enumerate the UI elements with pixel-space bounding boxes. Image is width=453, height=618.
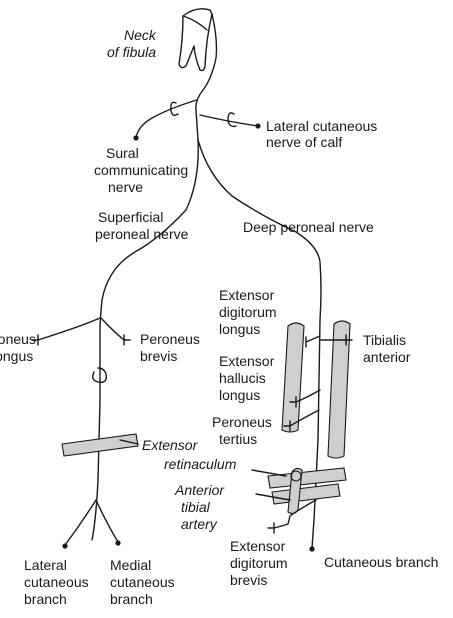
label-tibialis-anterior-2: anterior xyxy=(363,349,411,365)
label-extensor-hallucis-2: hallucis xyxy=(219,370,266,386)
peroneus-brevis-branch xyxy=(101,318,124,340)
fibula-neck-head xyxy=(183,16,207,30)
label-extensor-digitorum-brevis-1: Extensor xyxy=(230,538,286,554)
label-sural-2: communicating xyxy=(94,162,188,178)
sural-nerve-end-dot xyxy=(133,135,138,140)
label-deep-peroneal: Deep peroneal nerve xyxy=(243,219,374,235)
cutaneous-branch-dot xyxy=(309,546,314,551)
label-anterior-tibial-artery-3: artery xyxy=(181,516,218,532)
label-peroneus-brevis-2: brevis xyxy=(140,348,177,364)
extensor-retinaculum-band-left xyxy=(62,434,138,456)
medial-cutaneous-branch-dot xyxy=(115,540,120,545)
label-medial-cutaneous-branch-2: cutaneous xyxy=(110,574,175,590)
label-extensor-digitorum-brevis-2: digitorum xyxy=(230,555,288,571)
label-extensor-digitorum-longus-1: Extensor xyxy=(219,287,275,303)
label-extensor-digitorum-longus-3: longus xyxy=(219,321,260,337)
lateral-cutaneous-nerve-end-dot xyxy=(255,123,260,128)
lateral-cutaneous-nerve-loop xyxy=(228,113,236,127)
label-peroneus-longus-1: Peroneus xyxy=(0,331,36,347)
peroneus-brevis-end-mark xyxy=(124,335,130,345)
fibula-neck-outline xyxy=(179,9,212,71)
label-peroneus-tertius-2: tertius xyxy=(219,431,257,447)
label-extensor-hallucis-3: longus xyxy=(219,387,260,403)
sural-communicating-nerve xyxy=(136,100,197,138)
label-lateral-cutaneous-nerve-2: nerve of calf xyxy=(266,134,342,150)
label-medial-cutaneous-branch-3: branch xyxy=(110,591,153,607)
common-peroneal-nerve xyxy=(196,14,217,140)
label-cutaneous-branch: Cutaneous branch xyxy=(324,554,438,570)
label-peroneus-longus-2: longus xyxy=(0,348,33,364)
label-superficial-1: Superficial xyxy=(98,209,163,225)
extensor-digitorum-longus-muscle xyxy=(282,323,304,432)
extensor-retinaculum-pointer-right xyxy=(252,470,286,476)
lateral-cutaneous-branch-dot xyxy=(62,543,67,548)
label-extensor-retinaculum-1: Extensor xyxy=(142,437,199,453)
label-peroneus-tertius-1: Peroneus xyxy=(212,414,272,430)
label-lateral-cutaneous-branch-2: cutaneous xyxy=(24,574,89,590)
label-extensor-retinaculum-2: retinaculum xyxy=(164,456,237,472)
label-sural-3: nerve xyxy=(108,179,143,195)
label-tibialis-anterior-1: Tibialis xyxy=(363,332,406,348)
label-neck-of-fibula-1: Neck xyxy=(124,27,157,43)
label-peroneus-brevis-1: Peroneus xyxy=(140,331,200,347)
extensor-digitorum-brevis-mark xyxy=(268,523,274,533)
label-anterior-tibial-artery-2: tibial xyxy=(181,499,211,515)
label-lateral-cutaneous-branch-1: Lateral xyxy=(24,557,67,573)
label-extensor-digitorum-brevis-3: brevis xyxy=(230,572,267,588)
branch-to-extensor-digitorum-longus xyxy=(306,336,320,342)
label-neck-of-fibula-2: of fibula xyxy=(107,44,156,60)
label-extensor-digitorum-longus-2: digitorum xyxy=(219,304,277,320)
label-anterior-tibial-artery-1: Anterior xyxy=(174,482,225,498)
label-sural-1: Sural xyxy=(106,145,139,161)
peroneus-longus-branch xyxy=(38,318,100,340)
label-superficial-2: peroneal nerve xyxy=(95,226,189,242)
label-lateral-cutaneous-nerve-1: Lateral cutaneous xyxy=(266,118,377,134)
label-medial-cutaneous-branch-1: Medial xyxy=(110,557,151,573)
label-lateral-cutaneous-branch-3: branch xyxy=(24,591,67,607)
label-extensor-hallucis-1: Extensor xyxy=(219,353,275,369)
lateral-cutaneous-branch-nerve xyxy=(65,500,96,545)
medial-cutaneous-branch-nerve xyxy=(96,500,118,542)
